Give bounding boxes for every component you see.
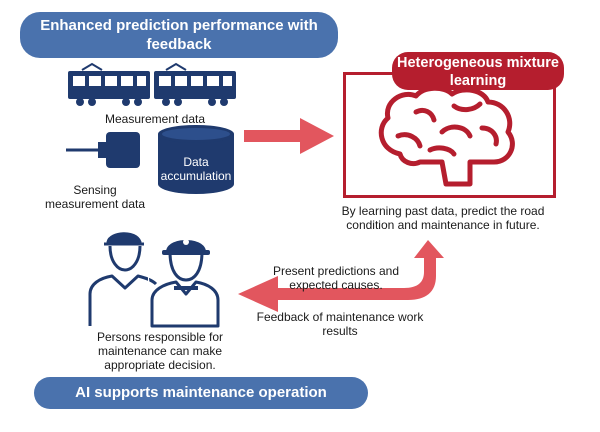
learning-caption: By learning past data, predict the road …: [341, 204, 545, 232]
curved-arrow-icon: [238, 240, 444, 312]
sensing-label: Sensing measurement data: [44, 183, 146, 211]
measurement-label: Measurement data: [104, 112, 206, 126]
workers-icon: [88, 232, 224, 328]
feedback-text: Feedback of maintenance work results: [256, 310, 424, 338]
present-text: Present predictions and expected causes.: [272, 264, 400, 292]
sensor-icon: [66, 132, 140, 168]
learning-title-badge: Heterogeneous mixture learning: [392, 52, 564, 90]
header-title: Enhanced prediction performance with fee…: [40, 17, 318, 53]
accumulation-label: Data accumulation: [160, 155, 232, 183]
footer-title: AI supports maintenance operation: [75, 384, 327, 401]
header-pill: Enhanced prediction performance with fee…: [20, 12, 338, 58]
train-icon: [68, 62, 236, 106]
database-icon: [158, 125, 234, 194]
persons-caption: Persons responsible for maintenance can …: [96, 330, 224, 372]
brain-icon: [378, 85, 515, 187]
arrow-right-icon: [244, 118, 334, 154]
learning-title: Heterogeneous mixture learning: [397, 55, 559, 89]
footer-pill: AI supports maintenance operation: [34, 377, 368, 409]
